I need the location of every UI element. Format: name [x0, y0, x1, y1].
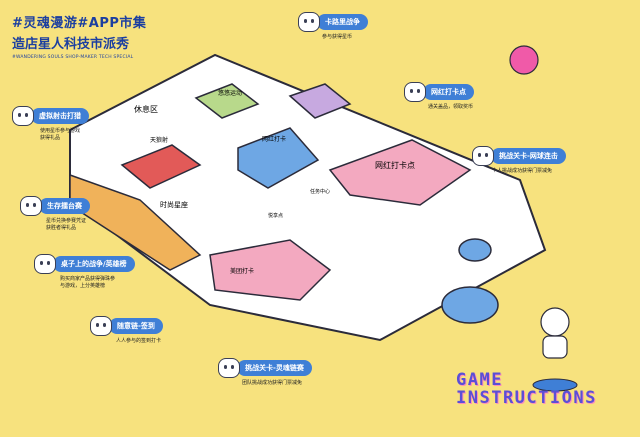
callout-label: 桌子上的战争/英雄榜	[53, 256, 135, 272]
pink-bottom	[209, 239, 332, 301]
label-netcafe: 网红打卡点	[375, 161, 415, 170]
title-en: #WANDERING SOULS SHOP-MAKER TECH SPECIAL	[12, 55, 134, 60]
callout-desc: 参与获得星币	[322, 34, 353, 40]
callout-desktop[interactable]: 桌子上的战争/英雄榜 购买商家产品获得弹珠参 与游戏，上分英雄榜	[34, 254, 135, 290]
label-shoot: 天狼射	[150, 137, 169, 144]
robot-icon	[404, 82, 426, 102]
title-main: #灵魂漫游#APP市集	[12, 16, 147, 31]
callout-carnival[interactable]: 卡路里战争 参与获得星币	[298, 12, 368, 41]
callout-desc: 使用星币参与游戏 获得礼品	[40, 128, 81, 141]
robot-icon	[298, 12, 320, 32]
robot-body	[542, 335, 568, 359]
callout-desc: 星币兑换参赛凭证 获胜者得礼品	[46, 218, 87, 231]
callout-virtual[interactable]: 虚拟射击打猎 使用星币参与游戏 获得礼品	[12, 106, 89, 142]
robot-base	[532, 378, 578, 392]
label-beauty: 美团打卡	[230, 268, 255, 275]
round-table-1	[458, 238, 492, 262]
callout-desc: 个人挑战成功获得门票减免	[492, 168, 553, 174]
callout-label: 虚拟射击打猎	[31, 108, 89, 124]
game-instructions-title: GAME INSTRUCTIONS	[456, 370, 597, 408]
label-ufo: 悠悠运动	[218, 90, 243, 97]
purple-zone	[288, 83, 352, 119]
callout-label: 卡路里战争	[317, 14, 368, 30]
game-line1: GAME	[456, 370, 503, 390]
label-task: 任务中心	[310, 189, 331, 195]
callout-random[interactable]: 随意链-签到 人人参与的签到打卡	[90, 316, 163, 345]
callout-label: 挑战关卡-网球连击	[491, 148, 566, 164]
callout-desc: 购买商家产品获得弹珠参 与游戏，上分英雄榜	[60, 276, 116, 289]
callout-label: 网红打卡点	[423, 84, 474, 100]
callout-label: 挑战关卡-灵魂链赛	[237, 360, 312, 376]
robot-head	[540, 307, 570, 337]
callout-label: 随意链-签到	[109, 318, 163, 334]
green-zone	[194, 83, 260, 119]
callout-label: 生存擂台赛	[39, 198, 90, 214]
page-title: #灵魂漫游#APP市集 造店星人科技市派秀 #WANDERING SOULS S…	[12, 12, 172, 60]
title-sub: 造店星人科技市派秀	[12, 37, 130, 52]
mascot-head	[509, 45, 539, 75]
label-feel: 悦享点	[268, 213, 284, 219]
callout-challenge-net[interactable]: 挑战关卡-网球连击 个人挑战成功获得门票减免	[472, 146, 566, 175]
robot-icon	[20, 196, 42, 216]
label-rest: 休息区	[134, 105, 158, 114]
game-line2: INSTRUCTIONS	[456, 387, 597, 408]
label-arena: 时尚星座	[160, 201, 188, 209]
robot-icon	[12, 106, 34, 126]
blue-zone	[237, 127, 320, 189]
label-slogan: 网红打卡	[262, 136, 287, 143]
callout-challenge-soul[interactable]: 挑战关卡-灵魂链赛 团队挑战成功获得门票减免	[218, 358, 312, 387]
robot-icon	[90, 316, 112, 336]
callout-checkin[interactable]: 网红打卡点 通关盖品，领取奖币	[404, 82, 474, 111]
callout-desc: 通关盖品，领取奖币	[428, 104, 474, 110]
robot-icon	[34, 254, 56, 274]
pink-zone	[328, 139, 472, 206]
callout-desc: 团队挑战成功获得门票减免	[242, 380, 303, 386]
callout-arena[interactable]: 生存擂台赛 星币兑换参赛凭证 获胜者得礼品	[20, 196, 90, 232]
red-zone	[120, 144, 202, 189]
robot-icon	[472, 146, 494, 166]
robot-icon	[218, 358, 240, 378]
callout-desc: 人人参与的签到打卡	[116, 338, 162, 344]
round-table-2	[441, 286, 499, 324]
